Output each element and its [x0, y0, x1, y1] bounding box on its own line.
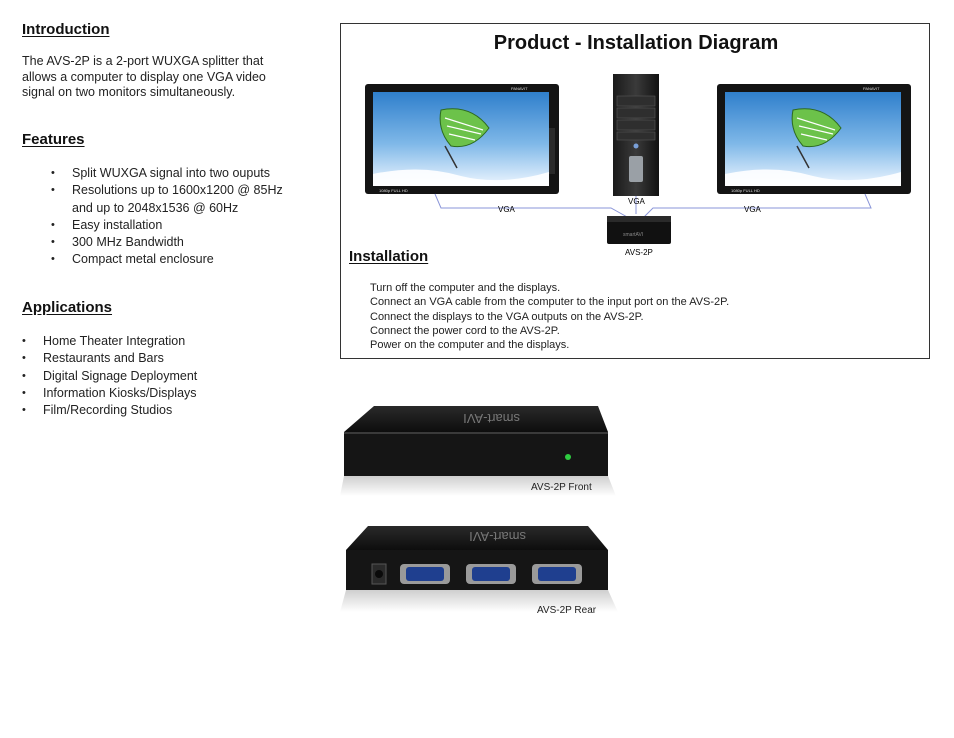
rear-caption: AVS-2P Rear	[537, 605, 597, 616]
list-item: Connect an VGA cable from the computer t…	[370, 296, 730, 309]
front-caption: AVS-2P Front	[531, 482, 592, 493]
power-led-icon	[565, 454, 571, 460]
introduction-line: allows a computer to display one VGA vid…	[22, 69, 266, 84]
bullet-icon: •	[51, 236, 55, 249]
left-monitor: PANAVIT 1080p FULL HD	[365, 84, 559, 194]
list-item: Connect the displays to the VGA outputs …	[370, 310, 644, 323]
list-item: Turn off the computer and the displays.	[370, 282, 561, 294]
introduction-line: signal on two monitors simultaneously.	[22, 85, 236, 99]
list-item: •Compact metal enclosure	[51, 251, 283, 268]
list-item: Connect the power cord to the AVS-2P.	[370, 324, 560, 337]
list-item: •300 MHz Bandwidth	[51, 234, 283, 251]
product-rear-photo: smart-AVI	[340, 526, 618, 612]
vga-input-port-icon	[400, 564, 450, 584]
introduction-text: The AVS-2P is a 2-port WUXGA splitter th…	[22, 54, 266, 101]
monitor-badge: 1080p FULL HD	[379, 188, 408, 193]
introduction-heading: Introduction	[22, 21, 110, 38]
splitter-device: smartAVI	[607, 216, 671, 244]
installation-heading: Installation	[349, 248, 429, 265]
bullet-icon: •	[22, 386, 26, 399]
device-brand: smartAVI	[623, 232, 643, 238]
device-brand: smart-AVI	[463, 411, 520, 426]
bullet-icon: •	[51, 184, 55, 197]
introduction-line: The AVS-2P is a 2-port WUXGA splitter th…	[22, 54, 264, 68]
diagram-title: Product - Installation Diagram	[493, 32, 779, 54]
monitor-brand: PANAVIT	[511, 86, 528, 91]
product-front-photo: smart-AVI	[340, 406, 616, 496]
vga-label-right: VGA	[744, 205, 762, 214]
bullet-icon: •	[51, 167, 55, 179]
list-item: •Easy installation	[51, 217, 283, 234]
splitter-label: AVS-2P	[625, 248, 653, 257]
device-brand: smart-AVI	[469, 529, 526, 544]
features-heading: Features	[22, 131, 85, 148]
vga-output-port-1-icon	[466, 564, 516, 584]
list-item: •Home Theater Integration	[22, 333, 197, 350]
vga-output-port-2-icon	[532, 564, 582, 584]
vga-label-center: VGA	[628, 197, 646, 206]
bullet-icon: •	[22, 352, 26, 365]
list-item: •Information Kiosks/Displays	[22, 385, 197, 402]
monitor-brand: PANAVIT	[863, 86, 880, 91]
list-item: •Restaurants and Bars	[22, 350, 197, 367]
vga-label-left: VGA	[498, 205, 516, 214]
applications-heading: Applications	[22, 299, 113, 316]
installation-diagram-box: Product - Installation Diagram	[340, 23, 930, 359]
bullet-icon: •	[22, 404, 26, 417]
list-item: •Split WUXGA signal into two ouputs	[51, 165, 283, 182]
list-item: Power on the computer and the displays.	[370, 339, 570, 352]
vga-cables	[434, 193, 872, 219]
list-item: •Film/Recording Studios	[22, 402, 197, 419]
bullet-icon: •	[51, 218, 55, 231]
computer-tower	[613, 74, 659, 196]
monitor-badge: 1080p FULL HD	[731, 188, 760, 193]
applications-list: •Home Theater Integration •Restaurants a…	[22, 333, 197, 419]
features-list: •Split WUXGA signal into two ouputs •Res…	[51, 165, 283, 269]
bullet-icon: •	[51, 253, 55, 266]
bullet-icon: •	[22, 335, 26, 347]
installation-steps: Turn off the computer and the displays. …	[370, 281, 729, 352]
list-item: •Digital Signage Deployment	[22, 368, 197, 385]
installation-diagram-art: PANAVIT 1080p FULL HD PANAVIT 1080p FULL…	[361, 68, 911, 264]
bullet-icon: •	[22, 369, 26, 382]
right-monitor: PANAVIT 1080p FULL HD	[717, 84, 911, 194]
